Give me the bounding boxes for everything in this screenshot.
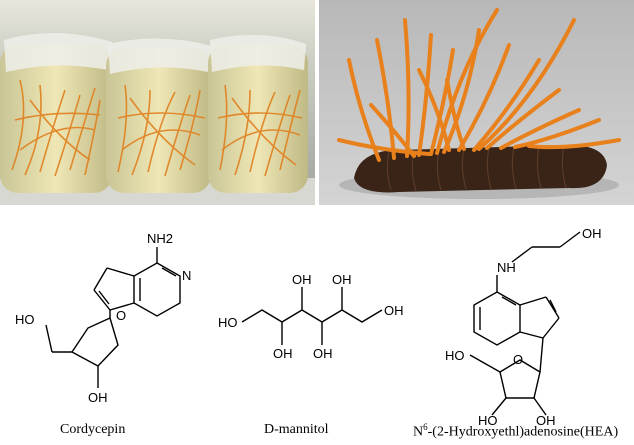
- cordycepin-nh2-label: NH2: [147, 231, 173, 246]
- mannitol-oh-label: OH: [273, 346, 293, 361]
- hea-structure: [469, 231, 581, 416]
- hea-caption: N6-(2-Hydroxyethl)adenosine(HEA): [413, 422, 619, 440]
- cordyceps-stromata: [337, 8, 621, 162]
- d-mannitol-structure: [241, 287, 383, 345]
- cordyceps-strands: [11, 79, 303, 177]
- hea-oh-label: OH: [536, 413, 556, 428]
- mannitol-oh-label: OH: [313, 346, 333, 361]
- hea-ho-label: HO: [445, 348, 465, 363]
- cordycepin-oh-label: OH: [88, 390, 108, 405]
- jars-photo: [0, 0, 315, 205]
- mannitol-oh-label: OH: [292, 272, 312, 287]
- cordycepin-structure: [45, 247, 181, 388]
- d-mannitol-caption: D-mannitol: [264, 422, 329, 437]
- mannitol-oh-label: OH: [384, 303, 404, 318]
- hea-o-label: O: [513, 352, 523, 367]
- cordycepin-ho-label: HO: [15, 312, 35, 327]
- mannitol-oh-label: OH: [332, 272, 352, 287]
- caterpillar-photo: [319, 0, 634, 205]
- cordycepin-n-label: N: [182, 268, 191, 283]
- hea-oh-label: OH: [582, 226, 602, 241]
- mannitol-ho-label: HO: [218, 315, 238, 330]
- caterpillar-body: [354, 145, 607, 193]
- cordycepin-o-label: O: [116, 308, 126, 323]
- cordycepin-caption: Cordycepin: [60, 422, 126, 437]
- hea-nh-label: NH: [497, 260, 516, 275]
- hea-ho-label: HO: [478, 413, 498, 428]
